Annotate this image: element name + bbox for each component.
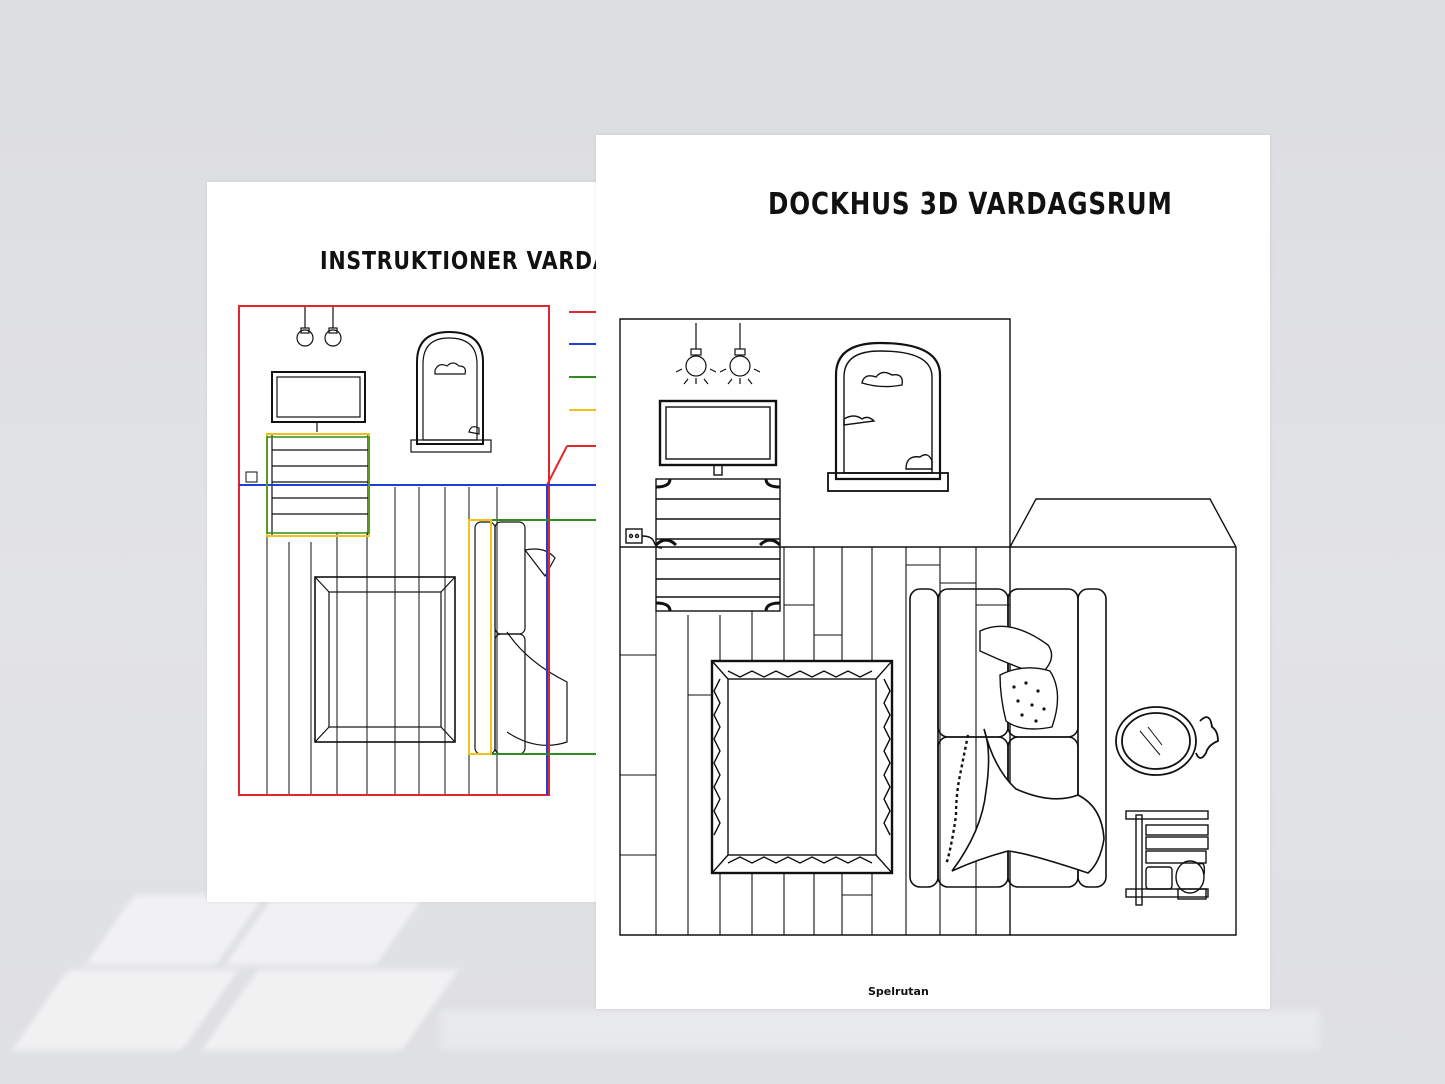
brand-label: Spelrutan [868,985,929,998]
power-outlet-icon [245,471,258,483]
window-light-5 [440,1010,1320,1050]
dollhouse-sheet: DOCKHUS 3D VARDAGSRUM [596,135,1270,1009]
cactus-icon [1145,860,1207,900]
mirror-icon [1115,706,1219,776]
sofa-icon [474,521,568,755]
window-light-4 [201,970,459,1050]
sofa-icon [909,588,1107,888]
rug-icon [710,659,894,875]
dollhouse-title: DOCKHUS 3D VARDAGSRUM [768,187,1173,222]
rug-icon [314,576,456,743]
pillow-dots [1012,681,1046,723]
window-icon [827,341,949,492]
instructions-sheet: INSTRUKTIONER VARDAGSRUM [207,182,697,902]
pillow-icon [979,625,1059,730]
side-wall-outline [1009,498,1237,936]
blanket-icon [944,728,1105,874]
power-outlet-icon [625,528,663,549]
instructions-diagram [238,305,607,796]
bookshelf-icon [1125,810,1209,906]
dollhouse-cutout [619,318,1237,936]
tv-icon [658,399,778,476]
lightbulb-icon [675,323,761,385]
window-icon [410,330,492,453]
tv-icon [271,371,366,432]
window-light-3 [11,970,239,1050]
lightbulb-icon [296,306,342,347]
dresser-icon [654,478,782,612]
